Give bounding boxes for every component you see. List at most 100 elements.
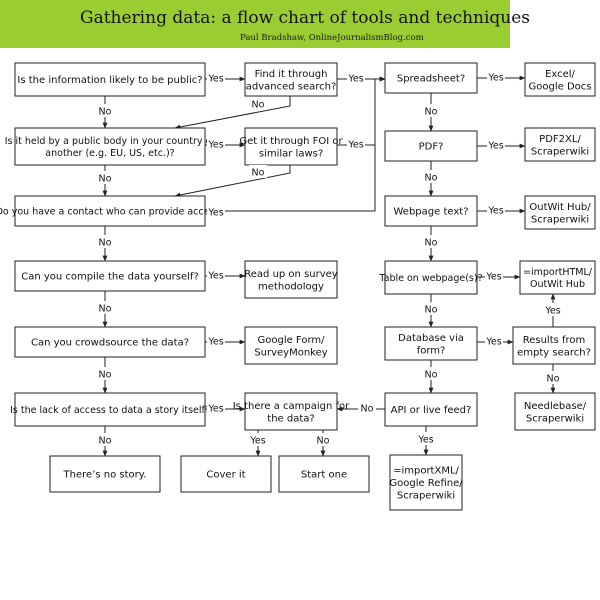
node-box (384, 392, 478, 427)
edge-label-bg (207, 205, 225, 218)
edge-label-bg (96, 171, 114, 184)
edge-label-yes: Yes (207, 337, 223, 348)
node-crowd: Can you crowdsource the data? (14, 326, 206, 358)
node-text-line: Do you have a contact who can provide ac… (0, 206, 224, 217)
node-text-line: =importHTML/ (523, 267, 593, 278)
edge-label-bg (207, 334, 225, 347)
node-text-line: =importXML/ (393, 466, 459, 477)
edge-label-no: No (99, 304, 112, 315)
edge-label-bg (96, 235, 114, 248)
node-box (244, 392, 338, 431)
node-pdf2xl: PDF2XL/Scraperwiki (524, 127, 596, 162)
node-box (524, 62, 596, 97)
edge-label-bg (544, 303, 562, 316)
node-box (244, 62, 338, 97)
node-text-line: Is it held by a public body in your coun… (5, 136, 216, 147)
edge-label-bg (207, 71, 225, 84)
node-text-line: Start one (301, 470, 347, 481)
node-box (389, 454, 463, 511)
node-box (14, 392, 206, 427)
node-text-line: Spreadsheet? (397, 74, 465, 85)
edge-foi-to-contact (174, 165, 291, 198)
node-api: API or live feed? (384, 392, 478, 427)
edge-label-yes: Yes (207, 271, 223, 282)
edge-label-yes: Yes (487, 73, 503, 84)
edge-label-bg (96, 367, 114, 380)
node-box (524, 127, 596, 162)
node-text-line: Scraperwiki (397, 491, 455, 502)
edge-label-no: No (425, 370, 438, 381)
node-box (384, 62, 478, 94)
node-needlebase: Needlebase/Scraperwiki (514, 392, 596, 431)
node-text-line: Is there a campaign for (233, 401, 350, 412)
node-box (14, 62, 206, 97)
edge-label-yes: Yes (417, 435, 433, 446)
node-table: Table on webpage(s)? (378, 260, 483, 295)
node-text-line: Can you crowdsource the data? (31, 338, 189, 349)
node-text-line: Google Form/ (257, 335, 325, 346)
node-pdf: PDF? (384, 130, 478, 162)
node-text-line: Read up on survey (244, 269, 338, 280)
edge-label-yes: Yes (207, 404, 223, 415)
edge-label-bg (422, 302, 440, 315)
edge-label-bg (249, 433, 267, 446)
edge-label-no: No (99, 107, 112, 118)
edge-label-bg (96, 104, 114, 117)
node-text-line: methodology (258, 281, 324, 292)
edge-label-bg (422, 170, 440, 183)
node-outwit: OutWit Hub/Scraperwiki (524, 195, 596, 230)
edge-label-bg (544, 371, 562, 384)
edge-label-no: No (425, 305, 438, 316)
node-text-line: Excel/ (545, 69, 575, 80)
edge-label-bg (207, 401, 225, 414)
node-text-line: There’s no story. (63, 470, 147, 481)
edge-label-yes: Yes (544, 306, 560, 317)
edge-label-bg (358, 401, 376, 414)
node-compile: Can you compile the data yourself? (14, 260, 206, 292)
edge-label-bg (96, 301, 114, 314)
node-text-line: OutWit Hub/ (529, 202, 591, 213)
edge-label-bg (207, 268, 225, 281)
node-text-line: PDF? (419, 142, 444, 153)
node-nostory: There’s no story. (49, 455, 161, 493)
node-text-line: Scraperwiki (531, 146, 589, 157)
edge-label-no: No (425, 173, 438, 184)
edge-label-yes: Yes (207, 140, 223, 151)
edge-label-bg (314, 433, 332, 446)
node-webtext: Webpage text? (384, 195, 478, 227)
edge-label-bg (485, 334, 503, 347)
node-text-line: Get it through FOI or (239, 136, 343, 147)
node-box (514, 392, 596, 431)
edge-label-bg (487, 138, 505, 151)
edge-label-no: No (99, 238, 112, 249)
node-box (180, 455, 272, 493)
node-text-line: Is the information likely to be public? (17, 75, 202, 86)
edge-label-yes: Yes (347, 140, 363, 151)
node-text-line: Webpage text? (394, 207, 469, 218)
edge-label-bg (249, 165, 267, 178)
node-publicbody: Is it held by a public body in your coun… (5, 127, 216, 166)
node-box (49, 455, 161, 493)
edge-label-yes: Yes (347, 74, 363, 85)
node-box (244, 127, 338, 166)
edge-label-no: No (425, 238, 438, 249)
node-box (14, 195, 206, 227)
node-box (14, 127, 206, 166)
edge-label-yes: Yes (207, 74, 223, 85)
node-text-line: Find it through (255, 69, 328, 80)
edge-label-no: No (547, 374, 560, 385)
node-importxml: =importXML/Google Refine/Scraperwiki (389, 454, 463, 511)
node-cover: Cover it (180, 455, 272, 493)
edge-label-bg (347, 71, 365, 84)
author-credit: Paul Bradshaw, OnlineJournalismBlog.com (240, 33, 424, 43)
node-text-line: empty search? (517, 347, 591, 358)
edge-label-no: No (99, 370, 112, 381)
node-spreadsheet: Spreadsheet? (384, 62, 478, 94)
title-banner: Gathering data: a flow chart of tools an… (0, 0, 530, 48)
node-text-line: another (e.g. EU, US, etc.)? (45, 148, 174, 159)
